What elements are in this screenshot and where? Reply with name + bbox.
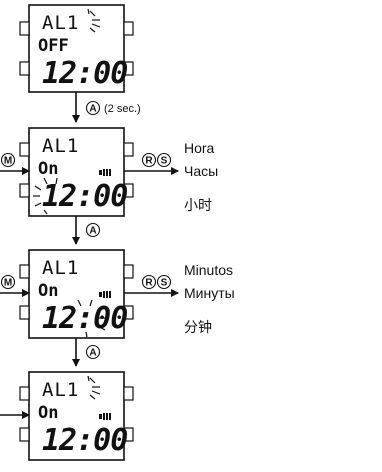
alarm-status: On	[38, 403, 58, 423]
sound-icon	[99, 169, 111, 176]
m-button-icon: M	[0, 152, 16, 168]
svg-text:M: M	[4, 156, 12, 167]
watch-screen-3: AL1 On 12:00	[19, 249, 134, 339]
watch-screen-2: AL1 On 12:00	[19, 127, 134, 217]
time-display: 12:00	[42, 301, 127, 336]
alarm-status: On	[38, 159, 58, 179]
mode-indicator: AL1	[42, 379, 79, 401]
svg-text:R: R	[145, 278, 153, 289]
hour-label-es: Hora	[184, 140, 215, 156]
watch-screen-1: AL1 OFF 12:00	[19, 4, 134, 93]
sound-icon	[99, 413, 111, 420]
alarm-status: OFF	[38, 36, 69, 56]
hour-label-zh: 小时	[184, 198, 212, 214]
svg-text:A: A	[89, 226, 96, 237]
sound-icon	[99, 291, 111, 298]
svg-text:A: A	[89, 104, 96, 115]
mode-indicator: AL1	[42, 257, 79, 279]
svg-text:M: M	[4, 278, 12, 289]
svg-text:R: R	[145, 156, 153, 167]
blink-flash-icon	[87, 375, 101, 400]
blink-flash-icon	[77, 299, 108, 338]
s-button-icon: S	[156, 152, 172, 168]
svg-text:A: A	[89, 348, 96, 359]
s-button-icon: S	[156, 274, 172, 290]
a-button-icon: A	[85, 100, 101, 116]
a-button-icon: A	[85, 344, 101, 360]
time-display: 12:00	[42, 179, 127, 214]
r-button-icon: R	[141, 274, 157, 290]
time-display: 12:00	[42, 56, 127, 91]
mode-indicator: AL1	[42, 12, 79, 34]
hour-label-ru: Часы	[184, 163, 218, 179]
watch-screen-4: AL1 On 12:00	[19, 371, 134, 461]
minute-label-zh: 分钟	[184, 319, 212, 336]
minute-label-es: Minutos	[184, 262, 233, 278]
svg-text:S: S	[161, 278, 168, 289]
mode-indicator: AL1	[42, 135, 79, 157]
time-display: 12:00	[42, 423, 127, 458]
duration-note: (2 sec.)	[104, 103, 141, 115]
a-button-icon: A	[85, 222, 101, 238]
alarm-status: On	[38, 281, 58, 301]
minute-label-ru: Минуты	[184, 285, 235, 301]
m-button-icon: M	[0, 274, 16, 290]
svg-text:S: S	[161, 156, 168, 167]
blink-flash-icon	[33, 177, 58, 215]
blink-flash-icon	[87, 8, 101, 33]
r-button-icon: R	[141, 152, 157, 168]
